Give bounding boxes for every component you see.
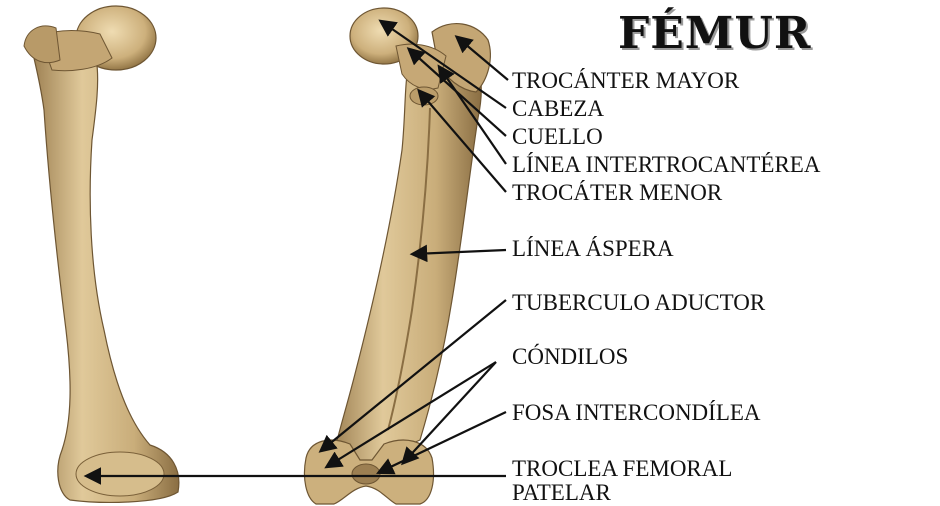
label-trocater-menor: TROCÁTER MENOR xyxy=(512,180,722,206)
diagram-title: FÉMUR xyxy=(618,8,811,59)
label-cuello: CUELLO xyxy=(512,124,603,150)
label-patelar: PATELAR xyxy=(512,480,611,506)
femur-posterior-shaft xyxy=(330,49,481,470)
femur-anterior-trochanter xyxy=(24,26,60,63)
label-linea-intertrocanterea: LÍNEA INTERTROCANTÉREA xyxy=(512,152,820,178)
femur-posterior-view xyxy=(304,8,490,504)
label-troclea-femoral: TROCLEA FEMORAL xyxy=(512,456,732,482)
femur-anterior-patellar-surface xyxy=(76,452,164,496)
femur-posterior-intercondylar-fossa xyxy=(352,464,380,484)
label-trocanter-mayor: TROCÁNTER MAYOR xyxy=(512,68,739,94)
label-tuberculo-aductor: TUBERCULO ADUCTOR xyxy=(512,290,765,316)
femur-anterior-shaft xyxy=(30,32,179,503)
femur-posterior-neck xyxy=(396,44,446,89)
label-linea-aspera: LÍNEA ÁSPERA xyxy=(512,236,674,262)
femur-anterior-view xyxy=(24,6,179,502)
label-fosa-intercondilea: FOSA INTERCONDÍLEA xyxy=(512,400,761,426)
label-condilos: CÓNDILOS xyxy=(512,344,628,370)
label-cabeza: CABEZA xyxy=(512,96,604,122)
